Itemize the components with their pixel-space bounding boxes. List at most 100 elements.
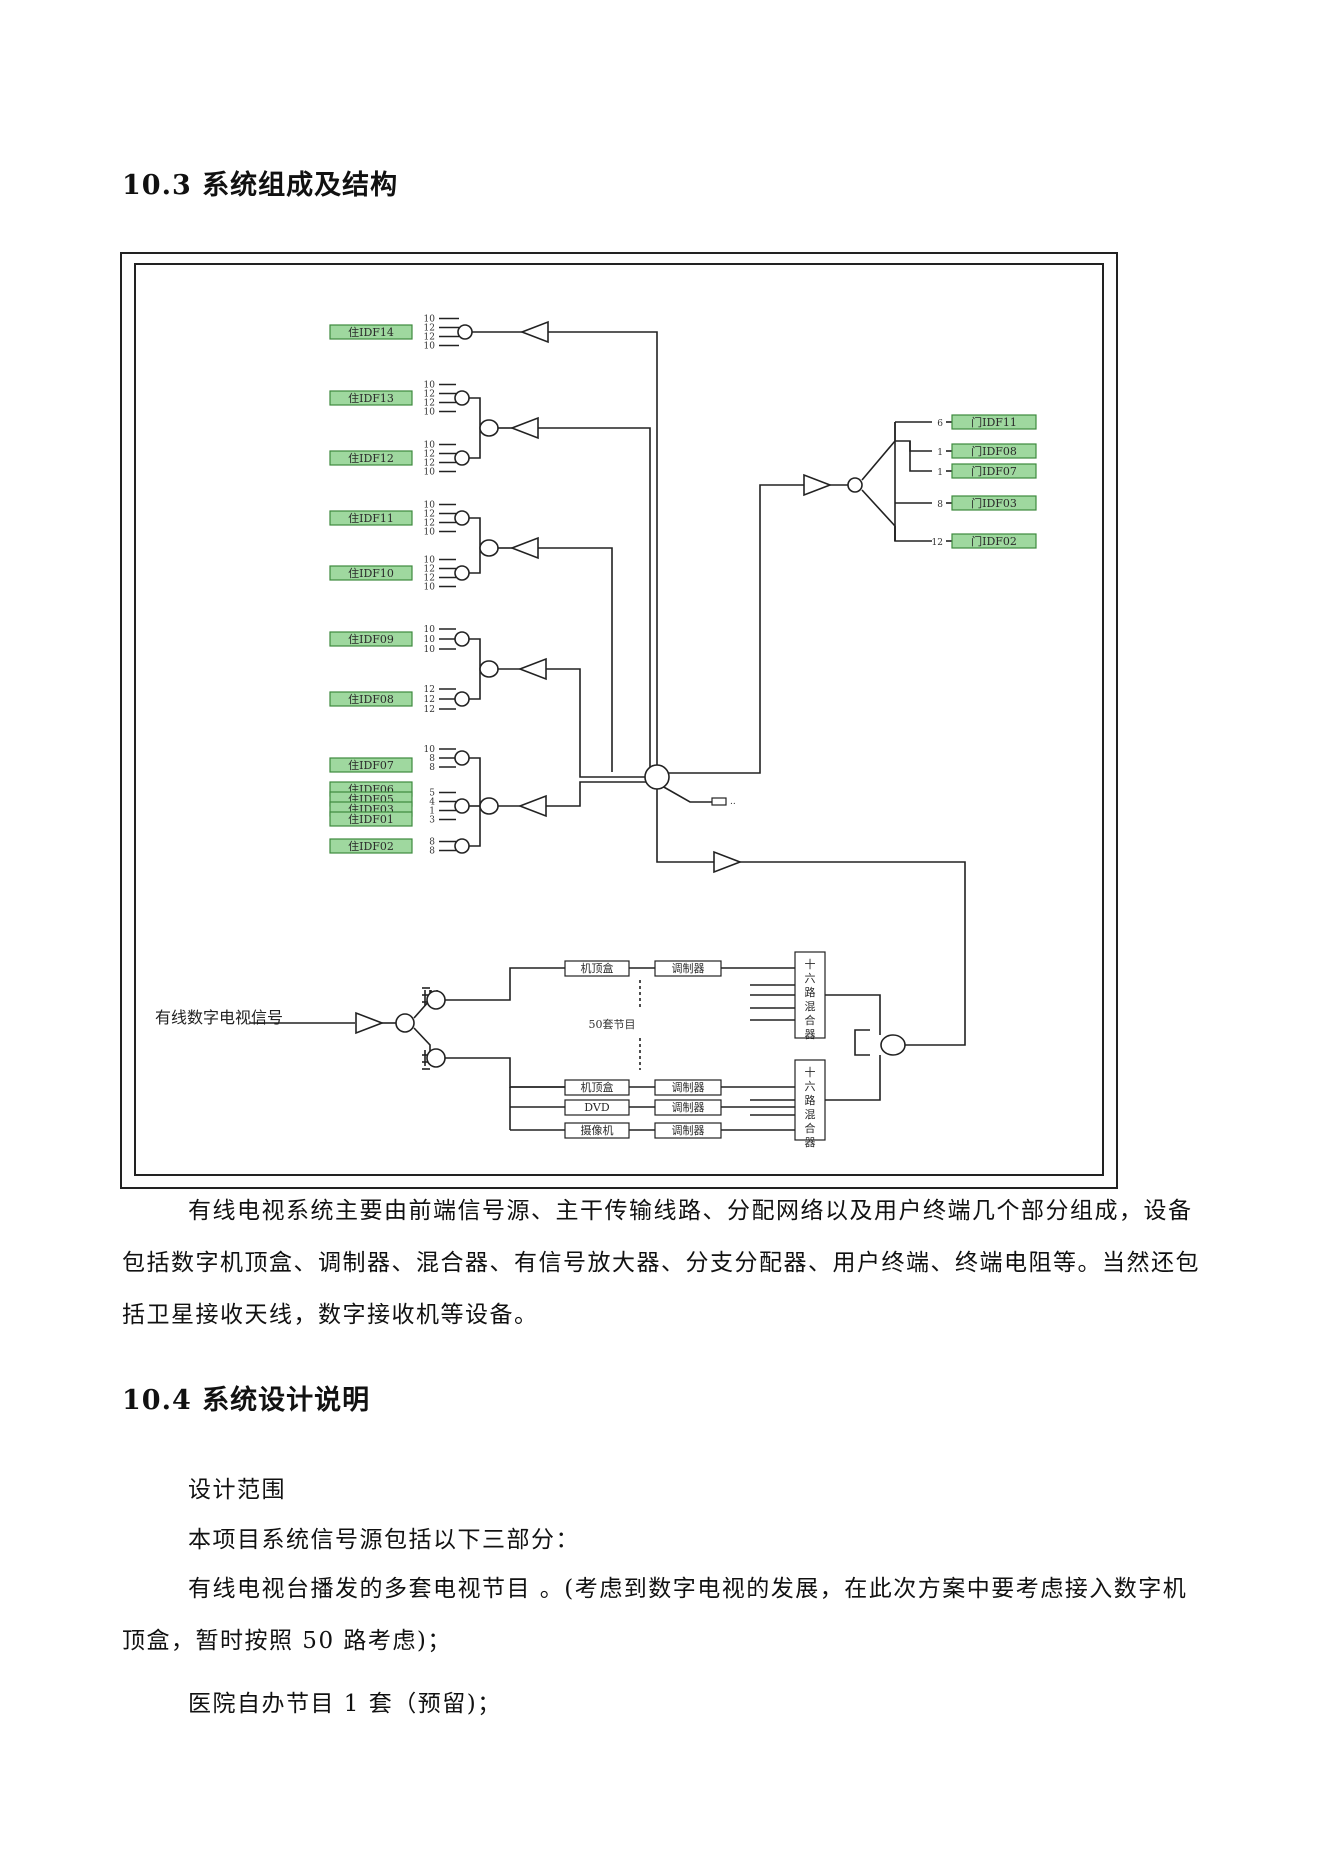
tap-number: 8 bbox=[429, 838, 435, 848]
amplifier-triangle bbox=[713, 850, 743, 874]
idf-box bbox=[951, 495, 1037, 511]
tap-number: 4 bbox=[429, 798, 435, 808]
mixer-char: 路 bbox=[805, 1094, 816, 1107]
idf-label: 住IDF02 bbox=[348, 839, 394, 853]
tap-number: 10 bbox=[424, 342, 436, 352]
tap-circle bbox=[454, 565, 470, 581]
wire bbox=[546, 668, 648, 778]
modulator-label: 调制器 bbox=[672, 1081, 705, 1094]
source-box bbox=[564, 1079, 630, 1096]
wire bbox=[895, 440, 932, 452]
idf-label: 门IDF08 bbox=[971, 444, 1017, 458]
idf-label: 门IDF07 bbox=[971, 464, 1017, 478]
tap-circle bbox=[454, 631, 470, 647]
tap-number: 12 bbox=[424, 685, 435, 695]
amplifier-triangle bbox=[517, 657, 547, 681]
amplifier-triangle bbox=[519, 320, 549, 344]
wire bbox=[538, 427, 651, 770]
tap-number: 3 bbox=[429, 816, 435, 826]
idf-box bbox=[951, 533, 1037, 549]
wire bbox=[469, 638, 481, 669]
tap-number: 12 bbox=[424, 574, 435, 584]
wire bbox=[861, 422, 896, 481]
tap-number: 10 bbox=[424, 441, 436, 451]
tap-number: 10 bbox=[424, 408, 436, 418]
source-label: 机顶盒 bbox=[581, 961, 614, 975]
idf-label: 住IDF13 bbox=[348, 391, 394, 405]
input-signal-label: 有线数字电视信号 bbox=[155, 1008, 283, 1027]
tap-number: 10 bbox=[424, 556, 436, 566]
mixer-box bbox=[794, 1059, 826, 1141]
idf-box bbox=[329, 811, 413, 827]
wire bbox=[538, 547, 613, 772]
hub-splitter bbox=[644, 764, 670, 790]
idf-box bbox=[329, 450, 413, 466]
source-box bbox=[564, 1122, 630, 1139]
splitter-ellipse bbox=[479, 419, 499, 437]
splitter-ellipse bbox=[426, 1048, 446, 1068]
modulator-label: 调制器 bbox=[672, 1124, 705, 1137]
source-label: DVD bbox=[584, 1101, 610, 1114]
diagram-inner-frame bbox=[134, 263, 1104, 1176]
wire bbox=[445, 967, 565, 1001]
source-label: 摄像机 bbox=[581, 1123, 614, 1137]
source-label: 机顶盒 bbox=[581, 1080, 614, 1094]
tap-number: 10 bbox=[424, 381, 436, 391]
paragraph-system-overview: 有线电视系统主要由前端信号源、主干传输线路、分配网络以及用户终端几个部分组成，设… bbox=[122, 1198, 1200, 1328]
wire bbox=[469, 548, 481, 574]
idf-box bbox=[951, 443, 1037, 459]
splitter-circle bbox=[847, 477, 863, 493]
modulator-box bbox=[654, 1122, 722, 1139]
tap-number: 10 bbox=[424, 315, 436, 325]
idf-label: 住IDF01 bbox=[348, 812, 394, 826]
wire bbox=[656, 789, 740, 863]
line-design-scope: 设计范围 bbox=[188, 1477, 286, 1503]
combiner-splitter bbox=[880, 1034, 906, 1056]
tap-number: 10 bbox=[424, 501, 436, 511]
system-diagram: 住IDF1410121210住IDF13住IDF1210121210101212… bbox=[120, 252, 1118, 1189]
tap-number: 8 bbox=[429, 763, 435, 773]
tap-circle bbox=[454, 691, 470, 707]
mixer-char: 器 bbox=[805, 1136, 816, 1149]
tap-number: 12 bbox=[424, 450, 435, 460]
wire bbox=[740, 861, 966, 1046]
list-item-hospital-program: 医院自办节目 1 套（预留)； bbox=[188, 1691, 502, 1717]
splitter-ellipse bbox=[426, 990, 446, 1010]
wire bbox=[909, 441, 932, 472]
tap-number: 12 bbox=[424, 333, 435, 343]
mixer-char: 合 bbox=[805, 1013, 816, 1027]
terminal-dots: .. bbox=[730, 797, 736, 807]
wire bbox=[469, 397, 481, 428]
source-box bbox=[564, 960, 630, 977]
splitter-ellipse bbox=[479, 660, 499, 678]
amplifier-triangle bbox=[803, 473, 833, 497]
tap-number: 12 bbox=[424, 705, 435, 715]
tap-circle bbox=[457, 324, 473, 340]
tap-circle bbox=[454, 838, 470, 854]
wire bbox=[825, 994, 881, 1035]
mixer-char: 十 bbox=[805, 957, 816, 971]
idf-label: 住IDF07 bbox=[348, 758, 394, 772]
mixer-char: 十 bbox=[805, 1065, 816, 1079]
tap-number: 12 bbox=[424, 695, 435, 705]
tap-circle bbox=[454, 798, 470, 814]
tap-number: 10 bbox=[424, 745, 436, 755]
tap-circle bbox=[454, 450, 470, 466]
modulator-box bbox=[654, 960, 722, 977]
right-tap-number: 1 bbox=[937, 468, 943, 478]
tap-number: 10 bbox=[424, 625, 436, 635]
idf-label: 住IDF08 bbox=[348, 692, 394, 706]
splitter-ellipse bbox=[479, 539, 499, 557]
section-heading-10-3: 10.3 系统组成及结构 bbox=[122, 170, 399, 201]
tap-number: 12 bbox=[424, 399, 435, 409]
tap-number: 12 bbox=[424, 324, 435, 334]
tap-number: 12 bbox=[424, 390, 435, 400]
wire bbox=[469, 517, 481, 548]
right-tap-number: 12 bbox=[932, 538, 943, 548]
wire bbox=[469, 757, 481, 806]
diagram-outer-frame bbox=[120, 252, 1118, 1189]
idf-label: 住IDF09 bbox=[348, 632, 394, 646]
wire bbox=[661, 785, 712, 803]
idf-box bbox=[951, 463, 1037, 479]
tap-number: 8 bbox=[429, 847, 435, 857]
